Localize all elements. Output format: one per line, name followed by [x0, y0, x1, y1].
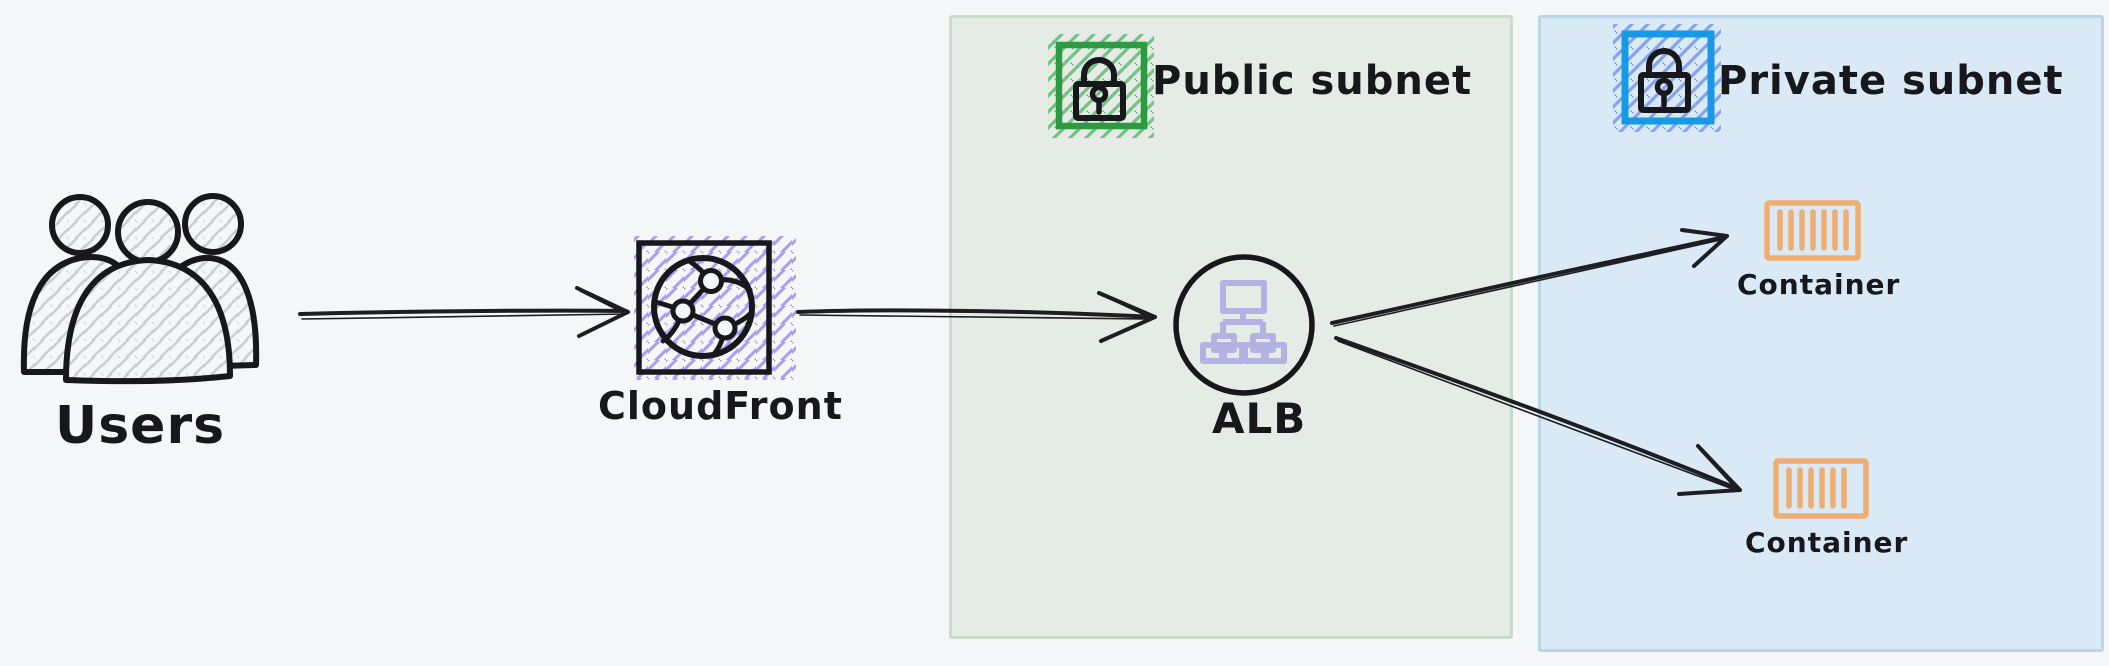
public-subnet-lock-icon [1048, 34, 1154, 138]
cloudfront-label: CloudFront [598, 384, 843, 428]
public-subnet-region [949, 15, 1513, 639]
edge-users-to-cloudfront [298, 286, 630, 338]
alb-label: ALB [1212, 394, 1307, 443]
private-subnet-label: Private subnet [1718, 58, 2064, 104]
globe-network-icon [634, 236, 796, 380]
edge-alb-to-container-bottom [1334, 336, 1742, 496]
container-icon-bottom [1773, 458, 1869, 519]
edge-cloudfront-to-alb [796, 291, 1157, 343]
container-icon-top [1764, 200, 1861, 261]
load-balancer-tree-icon [1173, 254, 1315, 396]
users-label: Users [55, 396, 226, 456]
people-group-icon [20, 193, 260, 385]
public-subnet-label: Public subnet [1152, 58, 1473, 104]
container-bottom-label: Container [1745, 526, 1909, 559]
edge-alb-to-container-top [1330, 228, 1729, 327]
private-subnet-lock-icon [1613, 24, 1721, 132]
container-top-label: Container [1737, 268, 1901, 301]
